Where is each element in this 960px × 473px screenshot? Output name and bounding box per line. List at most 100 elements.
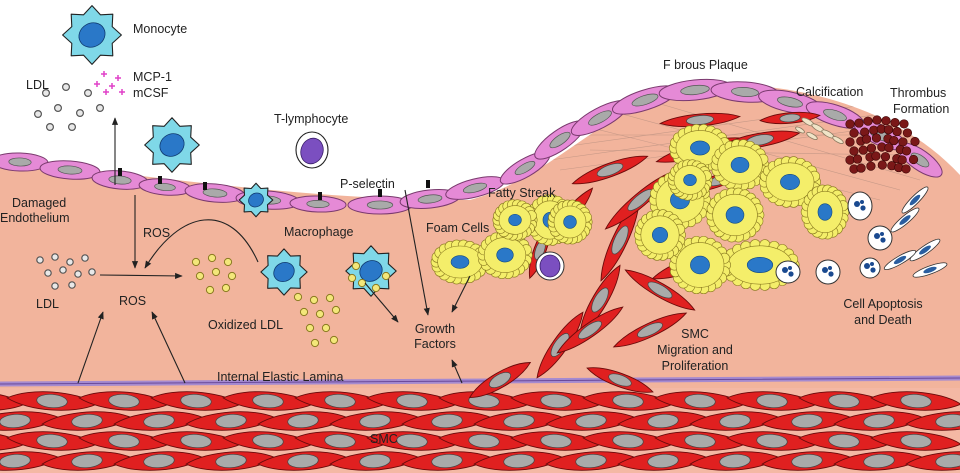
mcp-particle xyxy=(115,75,121,81)
thrombus-platelet xyxy=(877,160,887,170)
label-ldl-lower: LDL xyxy=(36,297,59,311)
label-factors: Factors xyxy=(414,337,456,351)
label-formation: Formation xyxy=(893,102,950,116)
smc-nucleus xyxy=(359,453,391,469)
smc-nucleus xyxy=(779,113,801,123)
thrombus-platelet xyxy=(890,117,900,128)
endothelial-nucleus xyxy=(514,161,536,175)
thrombus-platelet xyxy=(852,154,863,164)
smc-nucleus xyxy=(431,413,463,429)
ldl-particle xyxy=(88,268,96,276)
smc-nucleus xyxy=(0,453,31,469)
ldl-particle xyxy=(83,88,92,97)
smc-nucleus xyxy=(684,433,716,449)
apoptotic-fragment xyxy=(901,186,929,214)
oxidized-ldl-particle xyxy=(221,283,231,293)
foam-cell xyxy=(547,199,593,245)
smc-cell xyxy=(329,411,421,431)
ldl-particle xyxy=(68,281,76,289)
oxidized-ldl-particle xyxy=(195,271,205,281)
thrombus-platelet xyxy=(901,146,912,156)
thrombus-platelet xyxy=(910,136,920,147)
apoptotic-fragment xyxy=(912,262,948,278)
apoptotic-fragment xyxy=(909,238,941,262)
endothelial-nucleus xyxy=(154,182,176,192)
smc-nucleus xyxy=(287,413,319,429)
smc-nucleus xyxy=(575,453,607,469)
label-monocyte: Monocyte xyxy=(133,22,188,36)
arrow-ldl-to-oxldl xyxy=(99,272,183,279)
smc-cell xyxy=(870,391,960,411)
smc-nucleus xyxy=(287,453,319,469)
apoptotic-cell xyxy=(867,225,893,251)
endothelial-nucleus xyxy=(8,157,32,167)
label-fatty-streak: Fatty Streak xyxy=(488,186,556,200)
thrombus-platelet xyxy=(871,133,882,143)
label-p-selectin: P-selectin xyxy=(340,177,395,191)
foam-nucleus xyxy=(690,255,710,275)
smc-nucleus xyxy=(215,453,247,469)
ldl-particle xyxy=(74,270,82,278)
endothelial-nucleus xyxy=(731,87,759,97)
smc-nucleus xyxy=(36,433,68,449)
smc-cell xyxy=(905,411,960,431)
thrombus-platelet xyxy=(861,134,872,144)
smc-nucleus xyxy=(396,393,428,409)
oxidized-ldl-particle xyxy=(293,292,303,302)
oxidized-ldl-particle xyxy=(347,273,357,283)
endothelial-nucleus xyxy=(366,200,394,210)
thrombus-platelet xyxy=(901,164,911,174)
smc-nucleus xyxy=(647,413,679,429)
smc-cell xyxy=(833,451,925,471)
endothelial-nucleus xyxy=(462,182,488,194)
macrophage-cell xyxy=(260,248,308,296)
ldl-particle xyxy=(36,256,44,264)
label-smc-migration-1: SMC xyxy=(681,327,709,341)
smc-nucleus xyxy=(684,393,716,409)
smc-nucleus xyxy=(324,393,356,409)
smc-nucleus xyxy=(503,453,535,469)
label-damaged: Damaged xyxy=(12,196,67,210)
ldl-particle xyxy=(44,269,52,277)
arrow-to-growth-1 xyxy=(364,282,399,323)
monocyte-cell xyxy=(62,5,122,65)
oxidized-ldl-particle xyxy=(325,293,335,303)
ldl-particle xyxy=(45,122,54,131)
smc-cell xyxy=(329,451,421,471)
monocyte-nucleus xyxy=(78,22,106,48)
arrow-lamina-up-2 xyxy=(151,311,186,384)
smc-nucleus xyxy=(36,393,68,409)
label-internal-elastic-lamina: Internal Elastic Lamina xyxy=(217,370,344,384)
smc-plaque-cell xyxy=(571,155,649,185)
smc-nucleus xyxy=(900,433,932,449)
endothelial-nucleus xyxy=(417,194,443,204)
smc-nucleus xyxy=(935,453,960,469)
endothelial-nucleus xyxy=(777,96,803,108)
thrombus-platelet xyxy=(858,145,868,155)
smc-nucleus xyxy=(647,453,679,469)
apoptotic-cell xyxy=(859,257,881,279)
p-selectin-marker xyxy=(203,182,207,190)
smc-nucleus xyxy=(591,287,609,313)
smc-nucleus xyxy=(791,413,823,429)
thrombus-platelet xyxy=(866,161,876,171)
p-selectin-marker xyxy=(318,192,322,200)
foam-cell xyxy=(634,209,686,261)
foam-nucleus xyxy=(450,255,470,269)
label-foam-cells: Foam Cells xyxy=(426,221,490,235)
arrow-lamina-up-1 xyxy=(77,311,104,384)
smc-cell xyxy=(6,391,98,411)
arrows-group xyxy=(77,117,471,384)
oxidized-ldl-particle xyxy=(299,307,309,317)
smc-nucleus xyxy=(324,433,356,449)
smc-nucleus xyxy=(108,433,140,449)
monocyte-nucleus xyxy=(359,260,383,282)
smc-cell xyxy=(761,451,853,471)
thrombus-platelet xyxy=(863,116,873,126)
ldl-particle xyxy=(59,266,67,274)
oxidized-ldl-particle xyxy=(321,323,331,333)
smc-cell xyxy=(510,391,602,411)
mcp-particle xyxy=(119,89,125,95)
thrombus-platelet xyxy=(856,163,866,173)
foam-nucleus xyxy=(496,247,514,263)
